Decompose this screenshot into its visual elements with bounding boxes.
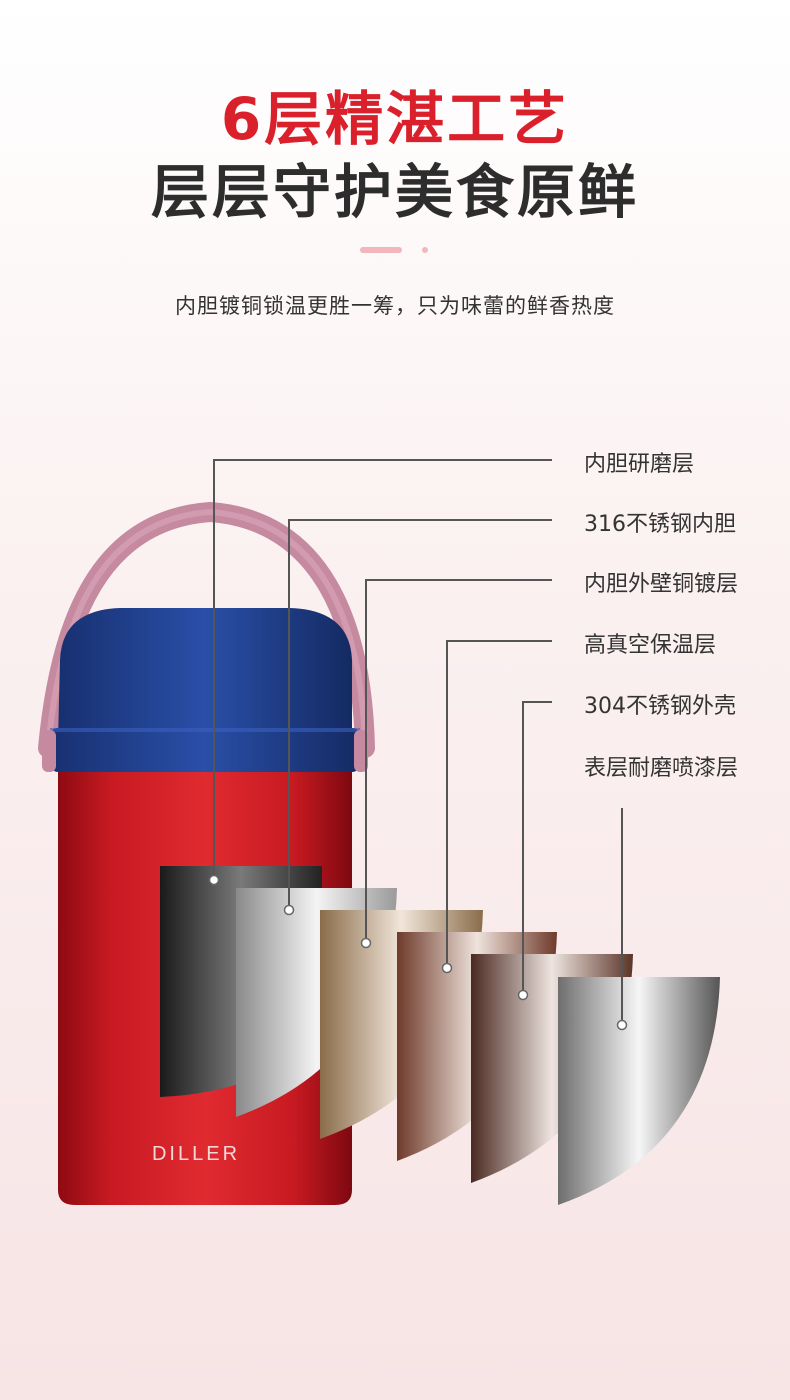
layer-label-3: 内胆外壁铜镀层 (584, 572, 739, 597)
layer-label-2: 316不锈钢内胆 (584, 512, 736, 537)
layer-label-6: 表层耐磨喷漆层 (584, 756, 739, 781)
layer-label-5: 304不锈钢外壳 (584, 694, 736, 719)
decorative-dashes (360, 247, 428, 253)
tagline: 内胆镀铜锁温更胜一筹，只为味蕾的鲜香热度 (175, 294, 615, 318)
brand-logo: DILLER (152, 1143, 240, 1165)
sub-title: 层层守护美食原鲜 (150, 158, 639, 226)
layer-label-4: 高真空保温层 (584, 633, 717, 658)
lid (58, 608, 352, 740)
layer-label-1: 内胆研磨层 (584, 452, 695, 477)
main-title: 6层精湛工艺 (220, 85, 570, 153)
layer-6-shape (558, 977, 720, 1205)
